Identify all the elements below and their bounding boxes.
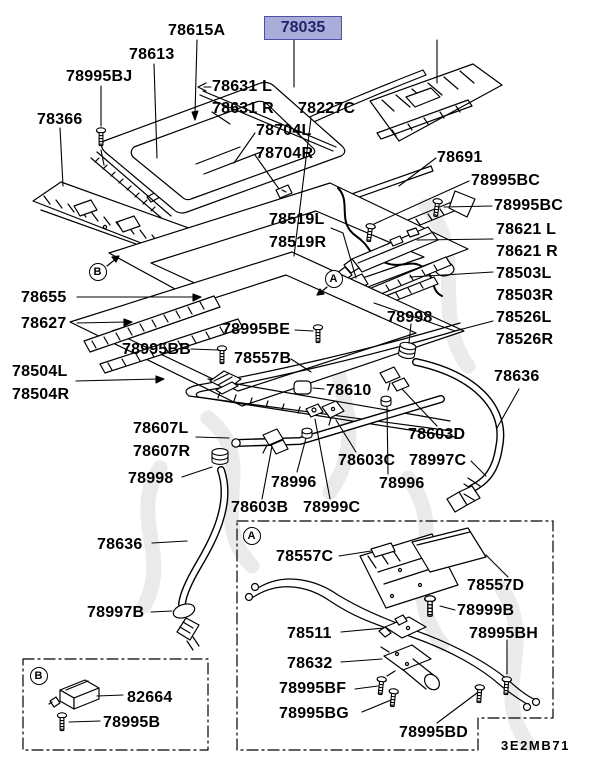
view-marker-b: B [29,666,48,685]
part-label-78691[interactable]: 78691 [437,149,483,166]
part-label-78636[interactable]: 78636 [494,368,540,385]
part-label-78519l[interactable]: 78519L [269,211,325,228]
nut-78996-right [380,395,392,407]
part-label-78511[interactable]: 78511 [287,625,332,642]
part-label-78503r[interactable]: 78503R [496,287,554,304]
drain-hose-right [412,358,505,513]
detail-box-a [236,520,554,751]
drain-routing-cable [337,187,443,297]
part-label-78995bc[interactable]: 78995BC [494,197,564,214]
part-label-78999c[interactable]: 78999C [303,499,361,516]
screw-78995bg [386,687,400,708]
grommet-lower [211,448,229,465]
part-label-78998[interactable]: 78998 [387,309,433,326]
deflector-wedge [209,370,242,395]
sunroof-motor-assembly [244,527,541,712]
rear-roof-rail [369,63,503,142]
part-label-78995bg[interactable]: 78995BG [279,705,349,722]
part-label-78998[interactable]: 78998 [128,470,174,487]
selected-part-label[interactable]: 78035 [264,16,342,40]
part-label-78621r[interactable]: 78621 R [496,243,558,260]
sunshade-panel [69,251,465,407]
part-label-78557c[interactable]: 78557C [276,548,334,565]
roof-strip-78691 [294,165,434,220]
part-label-78999b[interactable]: 78999B [457,602,515,619]
part-label-78995be[interactable]: 78995BE [222,321,291,338]
corner-molding [231,395,445,448]
part-label-78603b[interactable]: 78603B [231,499,289,516]
part-label-78631r[interactable]: 78631 R [212,100,274,117]
part-label-78655[interactable]: 78655 [21,289,67,306]
part-label-78995bh[interactable]: 78995BH [469,625,539,642]
diagram-code: 3E2MB71 [501,738,571,753]
part-label-78995bj[interactable]: 78995BJ [66,68,133,85]
sunroof-glass [90,81,346,222]
part-label-78603d[interactable]: 78603D [408,426,466,443]
part-label-78631l[interactable]: 78631 L [212,78,273,95]
part-label-78607r[interactable]: 78607R [133,443,191,460]
nut-78996-left [301,427,313,439]
part-label-78621l[interactable]: 78621 L [496,221,557,238]
part-label-78526r[interactable]: 78526R [496,331,554,348]
view-marker-a: A [324,269,343,288]
weatherstrip [185,322,463,438]
part-label-78995bb[interactable]: 78995BB [122,341,192,358]
part-label-78997c[interactable]: 78997C [409,452,467,469]
part-label-78227c[interactable]: 78227C [298,100,356,117]
part-label-78996[interactable]: 78996 [379,475,425,492]
part-label-78607l[interactable]: 78607L [133,420,189,437]
part-label-78557d[interactable]: 78557D [467,577,525,594]
part-label-78503l[interactable]: 78503L [496,265,552,282]
part-label-78613[interactable]: 78613 [129,46,175,63]
part-label-78995bc[interactable]: 78995BC [471,172,541,189]
leader-lines [59,38,520,724]
part-label-78997b[interactable]: 78997B [87,604,145,621]
part-label-78704r[interactable]: 78704R [256,145,314,162]
control-unit-82664 [48,679,100,710]
part-label-78615a[interactable]: 78615A [168,22,226,39]
part-label-78504r[interactable]: 78504R [12,386,70,403]
view-marker-b: B [88,262,107,281]
part-label-78526l[interactable]: 78526L [496,309,552,326]
part-label-78627[interactable]: 78627 [21,315,67,332]
part-label-78995b[interactable]: 78995B [103,714,161,731]
grommet-upper [397,340,418,361]
selected-part-number: 78035 [280,19,326,36]
drain-hose-left [172,466,229,651]
small-clips [106,184,410,455]
part-label-82664[interactable]: 82664 [127,689,173,706]
part-label-78504l[interactable]: 78504L [12,363,68,380]
detail-box-b [22,658,209,751]
view-marker-a: A [242,526,261,545]
part-label-78996[interactable]: 78996 [271,474,317,491]
part-label-78519r[interactable]: 78519R [269,234,327,251]
part-label-78704l[interactable]: 78704L [256,122,312,139]
part-label-78557b[interactable]: 78557B [234,350,292,367]
screw-78995b [56,712,68,732]
part-label-78366[interactable]: 78366 [37,111,83,128]
part-label-78995bf[interactable]: 78995BF [279,680,347,697]
part-label-78610[interactable]: 78610 [326,382,372,399]
part-label-78603c[interactable]: 78603C [338,452,396,469]
part-label-78632[interactable]: 78632 [287,655,333,672]
part-label-78636[interactable]: 78636 [97,536,143,553]
guide-rail-assembly [336,226,452,318]
part-label-78995bd[interactable]: 78995BD [399,724,469,741]
